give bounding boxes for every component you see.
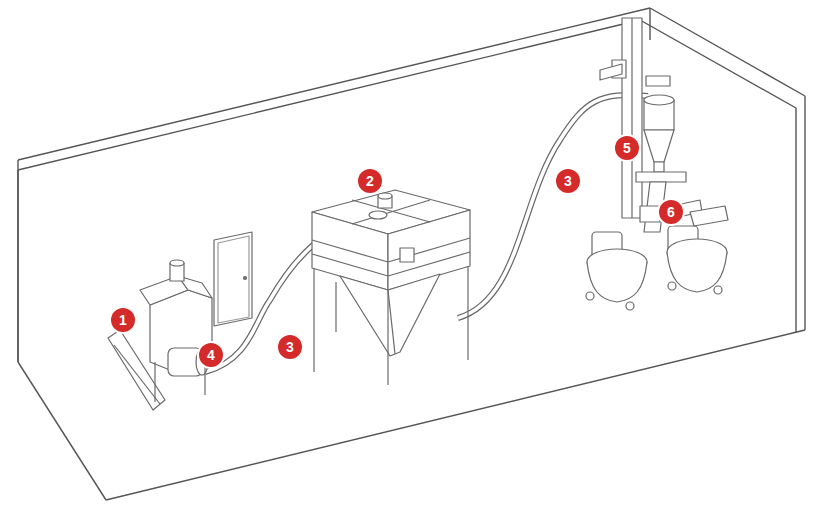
callout-number: 2 xyxy=(358,169,382,193)
sack-dumping-station xyxy=(108,260,212,410)
callout-number: 3 xyxy=(278,335,302,359)
storage-silo xyxy=(312,190,470,385)
callout-number: 1 xyxy=(111,308,135,332)
callout-number: 3 xyxy=(556,169,580,193)
dough-mixers xyxy=(586,206,728,310)
room-outline xyxy=(18,8,805,500)
callout-number: 6 xyxy=(659,200,683,224)
door xyxy=(214,232,252,326)
conveying-pipes xyxy=(205,95,648,372)
screw-feeder xyxy=(640,182,702,232)
callout-number: 5 xyxy=(615,136,639,160)
cyclone-receiver xyxy=(600,18,686,218)
callout-number: 4 xyxy=(199,343,223,367)
